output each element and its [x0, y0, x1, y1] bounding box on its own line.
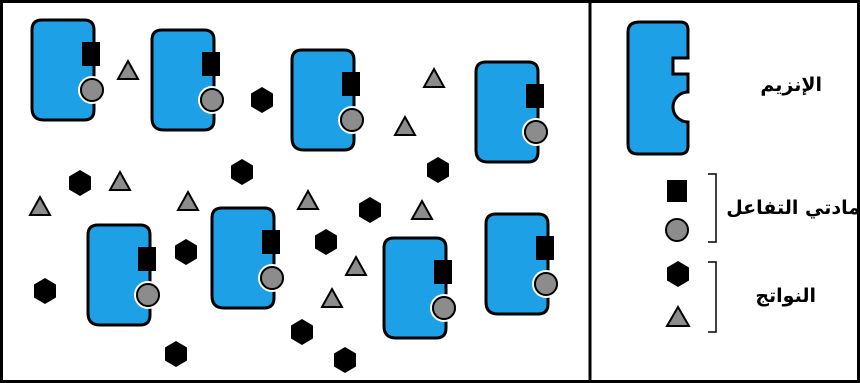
product-hexagon	[175, 239, 197, 265]
substrates-label: مادتي التفاعل	[722, 197, 860, 219]
enzyme-2	[152, 30, 225, 130]
product-triangle	[412, 201, 432, 219]
enzyme-8	[486, 214, 559, 314]
product-hexagon	[315, 229, 337, 255]
enzyme-1	[32, 20, 105, 120]
products-label: النواتج	[720, 285, 816, 307]
enzyme-4	[476, 62, 549, 162]
enzyme-label: الإنزيم	[712, 74, 822, 96]
product-hexagon	[427, 157, 449, 183]
product-triangle	[118, 61, 138, 79]
product-triangle	[395, 117, 415, 135]
product-triangle	[298, 191, 318, 209]
legend-enzyme-symbol	[628, 22, 688, 154]
product-hexagon	[251, 87, 273, 113]
product-triangle	[424, 69, 444, 87]
product-triangle	[178, 192, 198, 210]
product-hexagon	[334, 347, 356, 373]
product-hexagon	[165, 341, 187, 367]
legend-triangle-icon	[667, 307, 689, 326]
legend-circle-icon	[666, 219, 688, 241]
product-triangle	[346, 257, 366, 275]
enzyme-6	[212, 208, 285, 308]
enzyme-7	[384, 238, 457, 338]
products-bracket	[708, 262, 716, 332]
legend-square-icon	[667, 180, 687, 202]
product-triangle	[110, 172, 130, 190]
product-hexagon	[291, 319, 313, 345]
substrates-bracket	[708, 174, 716, 242]
product-hexagon	[34, 278, 56, 304]
product-triangle	[30, 197, 50, 215]
legend-hexagon-icon	[667, 261, 689, 287]
product-hexagon	[231, 159, 253, 185]
product-triangle	[322, 289, 342, 307]
enzyme-5	[88, 225, 161, 325]
product-hexagon	[359, 197, 381, 223]
enzymes-group	[32, 20, 559, 338]
enzyme-3	[292, 50, 365, 150]
product-hexagon	[69, 170, 91, 196]
